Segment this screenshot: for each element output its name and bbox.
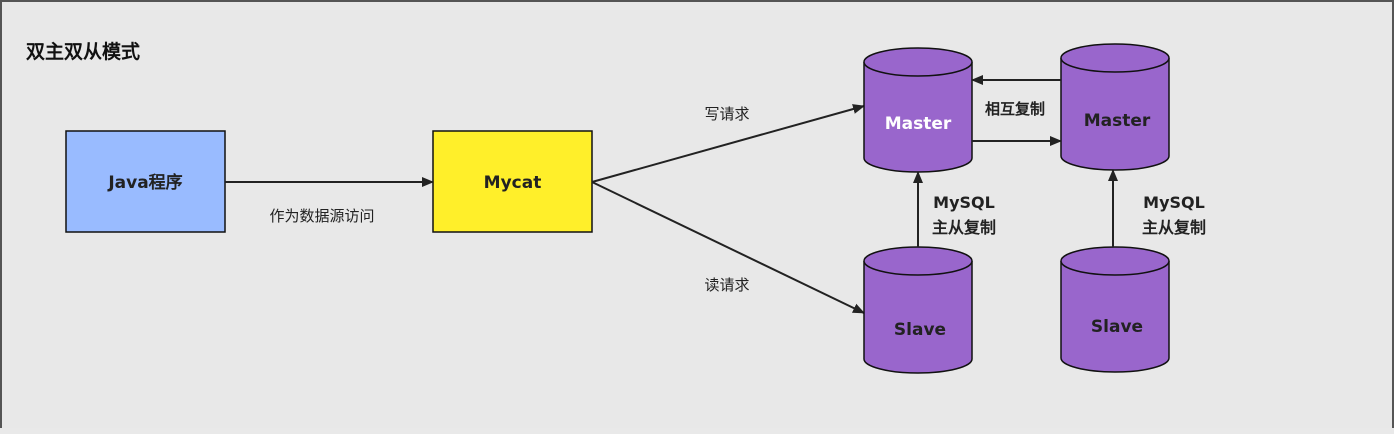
read-request-arrow: [591, 181, 865, 314]
replication2-label-line1: MySQL: [1143, 193, 1205, 212]
java-to-mycat-label: 作为数据源访问: [269, 207, 374, 225]
slave1-label: Slave: [894, 320, 946, 340]
write-request-arrow: [591, 104, 865, 183]
replication1-label-line2: 主从复制: [932, 218, 996, 237]
java-program-node: Java程序: [65, 130, 226, 233]
slave2-database: Slave: [1060, 246, 1170, 373]
mutual-replication-label: 相互复制: [985, 100, 1045, 118]
slave2-label: Slave: [1091, 317, 1143, 337]
write-request-label: 写请求: [704, 105, 749, 123]
slave1-database: Slave: [863, 246, 973, 374]
replication1-label-line1: MySQL: [933, 193, 995, 212]
replication2-label-line2: 主从复制: [1142, 218, 1206, 237]
master2-database: Master: [1060, 43, 1170, 171]
master1-label: Master: [885, 114, 952, 134]
read-request-label: 读请求: [704, 276, 749, 294]
mycat-label: Mycat: [484, 173, 542, 193]
java-program-label: Java程序: [107, 172, 182, 193]
master1-database: Master: [863, 47, 973, 173]
master2-label: Master: [1084, 111, 1151, 131]
diagram-title: 双主双从模式: [26, 40, 140, 63]
mycat-node: Mycat: [432, 130, 593, 233]
